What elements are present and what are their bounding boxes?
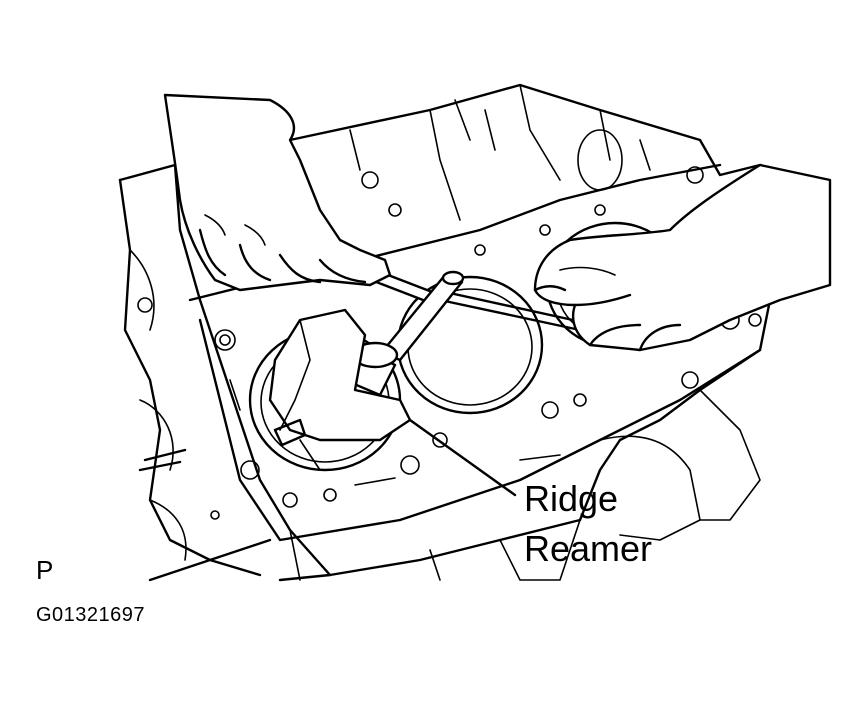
left-hand <box>163 93 392 292</box>
callout-leader-line <box>408 418 517 497</box>
figure-id: G01321697 <box>36 604 146 626</box>
callout-line-2: Reamer <box>524 528 653 569</box>
ridge-reamer-callout: Ridge Reamer <box>524 474 652 574</box>
callout-line-1: Ridge <box>524 478 619 519</box>
ridge-reamer-tool <box>268 268 584 447</box>
view-marker: P <box>36 555 54 585</box>
right-hand <box>533 163 832 352</box>
